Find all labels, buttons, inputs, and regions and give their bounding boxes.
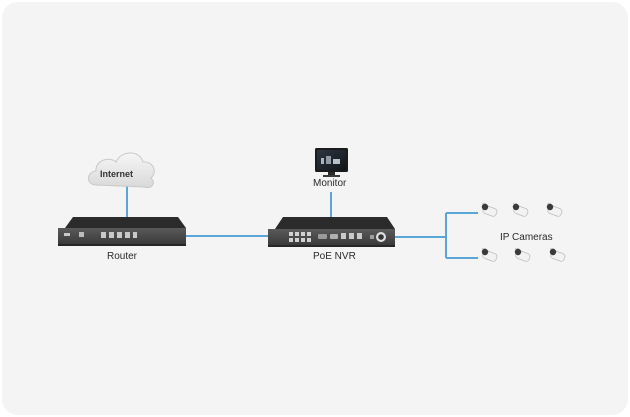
camera-icon	[549, 247, 567, 263]
internet-label: Internet	[100, 169, 134, 179]
camera-icon	[546, 202, 564, 218]
links	[126, 185, 478, 259]
camera-icon	[514, 247, 532, 263]
camera-icon	[481, 247, 499, 263]
poe-nvr-icon	[268, 217, 395, 247]
monitor-label: Monitor	[313, 178, 347, 189]
monitor-icon	[315, 148, 348, 177]
router-icon	[58, 217, 186, 246]
camera-icon	[481, 202, 499, 218]
internet-cloud-icon	[88, 152, 155, 188]
nvr-label: PoE NVR	[313, 251, 356, 262]
camera-icon	[512, 202, 530, 218]
ip-cameras-label: IP Cameras	[500, 232, 553, 243]
router-label: Router	[107, 251, 138, 262]
